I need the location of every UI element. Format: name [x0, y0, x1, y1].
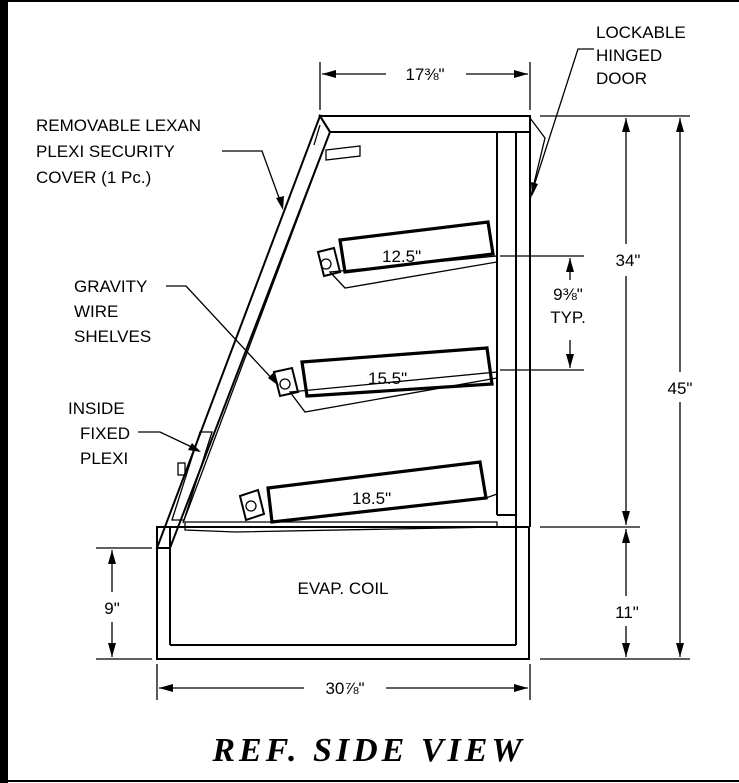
cover-label-line-3: COVER (1 Pc.) — [36, 168, 151, 187]
door-label-line-1: LOCKABLE — [596, 23, 686, 42]
drawing-title: REF. SIDE VIEW — [211, 732, 525, 769]
cover-label-line-2: PLEXI SECURITY — [36, 142, 175, 161]
total-height-label: 45" — [668, 379, 693, 398]
right-height-dimensions: 34" 11" 45" — [540, 115, 693, 660]
base-height-left-label: 9" — [104, 599, 120, 618]
bottom-width-dimension: 30⅞" — [156, 664, 531, 700]
inside-plexi-callout: INSIDE FIXED PLEXI — [68, 399, 130, 468]
cover-callout: REMOVABLE LEXAN PLEXI SECURITY COVER (1 … — [36, 116, 201, 187]
shelves-callout: GRAVITY WIRE SHELVES — [74, 277, 151, 346]
shelf-top: 12.5" — [316, 220, 498, 289]
shelf-middle-label: 15.5" — [368, 369, 407, 388]
shelf-spacing-note: TYP. — [550, 308, 586, 327]
door-label-line-3: DOOR — [596, 69, 647, 88]
bottom-width-label: 30⅞" — [325, 679, 364, 698]
inside-label-line-3: PLEXI — [80, 449, 128, 468]
top-width-label: 17⅜" — [405, 65, 444, 84]
shelf-spacing-label: 9⅜" — [553, 285, 583, 304]
shelves-label-line-1: GRAVITY — [74, 277, 147, 296]
shelf-spacing-dimension: 9⅜" TYP. — [500, 255, 586, 371]
inside-label-line-1: INSIDE — [68, 399, 125, 418]
shelf-middle: 15.5" — [272, 346, 498, 413]
shelves-label-line-2: WIRE — [74, 302, 118, 321]
shelves-label-line-3: SHELVES — [74, 327, 151, 346]
callout-leaders — [138, 48, 594, 452]
top-width-dimension: 17⅜" — [319, 62, 531, 110]
cover-label-line-1: REMOVABLE LEXAN — [36, 116, 201, 135]
shelf-top-label: 12.5" — [382, 247, 421, 266]
door-callout: LOCKABLE HINGED DOOR — [596, 23, 686, 88]
door-label-line-2: HINGED — [596, 46, 662, 65]
case-body — [155, 113, 546, 660]
left-border — [0, 0, 8, 783]
left-base-height-dimension: 9" — [96, 547, 152, 660]
shelf-bottom: 18.5" — [238, 460, 498, 524]
inside-label-line-2: FIXED — [80, 424, 130, 443]
upper-height-label: 34" — [616, 251, 641, 270]
evap-coil-label: EVAP. COIL — [297, 579, 388, 598]
shelf-bottom-label: 18.5" — [352, 489, 391, 508]
base-height-right-label: 11" — [615, 603, 639, 622]
